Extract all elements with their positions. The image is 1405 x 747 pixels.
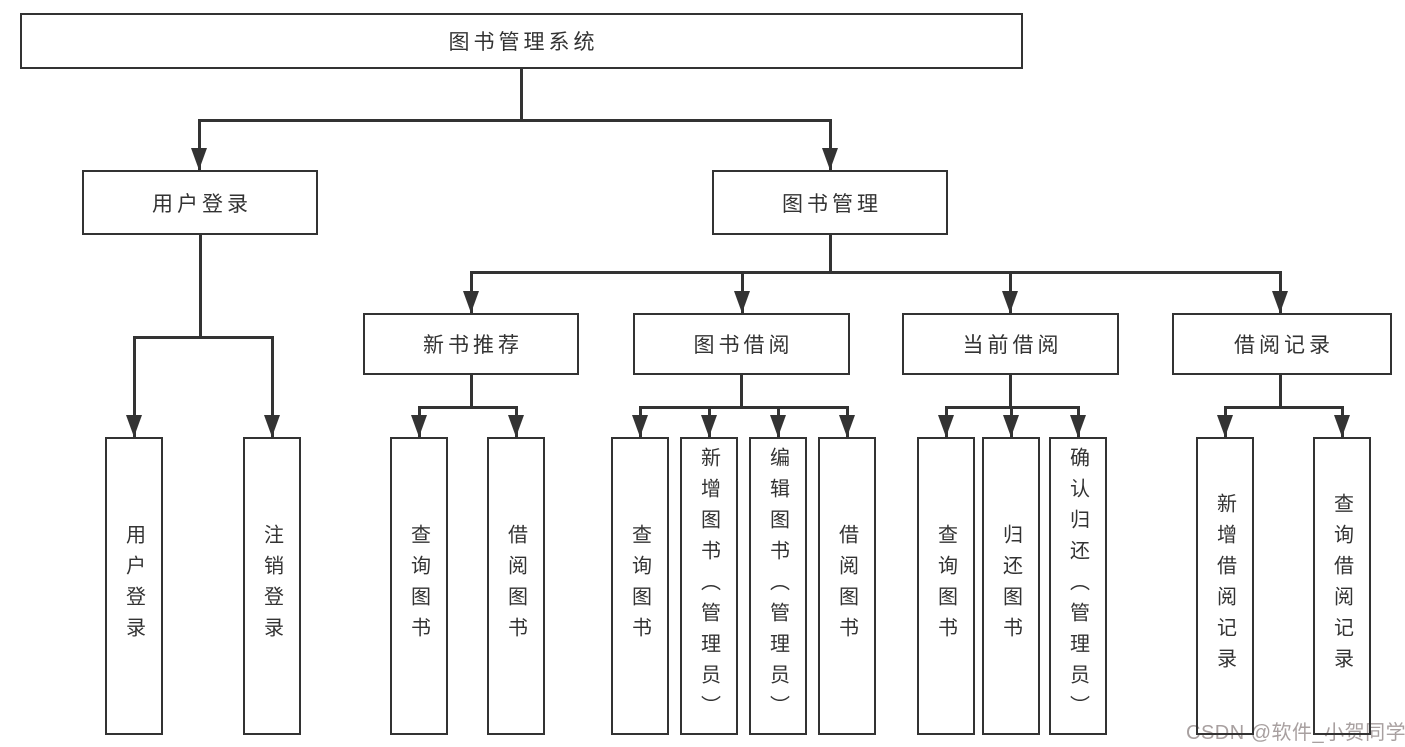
arrow-down-icon	[701, 415, 717, 437]
connector-line	[470, 375, 473, 408]
connector-line	[520, 69, 523, 122]
connector-line	[133, 336, 136, 437]
connector-line	[198, 119, 201, 170]
connector-line	[418, 406, 518, 409]
node-root-system: 图书管理系统	[20, 13, 1023, 69]
arrow-down-icon	[411, 415, 427, 437]
node-book-borrowing: 图书借阅	[633, 313, 850, 375]
leaf-records-add-borrow-record: 新增借阅记录	[1196, 437, 1254, 735]
node-label: 图书借阅	[693, 334, 794, 357]
arrow-down-icon	[839, 415, 855, 437]
arrow-down-icon	[1217, 415, 1233, 437]
node-label: 新书推荐	[423, 334, 523, 357]
node-borrowing-records: 借阅记录	[1172, 313, 1392, 375]
arrow-down-icon	[126, 415, 142, 437]
arrow-down-icon	[1003, 415, 1019, 437]
node-current-borrowing: 当前借阅	[902, 313, 1119, 375]
connector-line	[1224, 406, 1344, 409]
leaf-label: 确认归还（管理员）	[1066, 446, 1089, 726]
leaf-label: 注销登录	[260, 524, 283, 648]
arrow-down-icon	[1272, 291, 1288, 313]
arrow-down-icon	[463, 291, 479, 313]
leaf-current-confirm-return-admin: 确认归还（管理员）	[1049, 437, 1107, 735]
node-book-management: 图书管理	[712, 170, 948, 235]
leaf-borrowing-query-books: 查询图书	[611, 437, 669, 735]
leaf-label: 查询借阅记录	[1330, 493, 1353, 679]
csdn-watermark: CSDN @软件_小贺同学	[1186, 722, 1405, 744]
leaf-newbook-borrow-books: 借阅图书	[487, 437, 545, 735]
leaf-label: 归还图书	[999, 524, 1022, 648]
connector-line	[1279, 375, 1282, 408]
connector-line	[271, 336, 274, 437]
node-label: 用户登录	[152, 192, 252, 216]
node-label: 借阅记录	[1234, 334, 1334, 357]
node-label: 图书管理	[782, 192, 882, 216]
connector-line	[639, 406, 849, 409]
node-user-login: 用户登录	[82, 170, 318, 235]
node-new-book-recommendation: 新书推荐	[363, 313, 579, 375]
connector-line	[199, 235, 202, 338]
leaf-label: 查询图书	[407, 524, 430, 648]
node-label: 当前借阅	[962, 334, 1063, 357]
arrow-down-icon	[734, 291, 750, 313]
connector-line	[470, 271, 1282, 274]
leaf-borrowing-edit-books-admin: 编辑图书（管理员）	[749, 437, 807, 735]
leaf-label: 借阅图书	[835, 524, 858, 648]
leaf-label: 新增借阅记录	[1213, 493, 1236, 679]
arrow-down-icon	[1334, 415, 1350, 437]
connector-line	[198, 119, 832, 122]
leaf-current-query-books: 查询图书	[917, 437, 975, 735]
arrow-down-icon	[938, 415, 954, 437]
connector-line	[829, 235, 832, 273]
arrow-down-icon	[822, 148, 838, 170]
connector-line	[1009, 375, 1012, 408]
connector-line	[829, 119, 832, 170]
arrow-down-icon	[191, 148, 207, 170]
leaf-label: 查询图书	[628, 524, 651, 648]
leaf-label: 新增图书（管理员）	[697, 446, 720, 726]
connector-line	[133, 336, 274, 339]
node-label: 图书管理系统	[448, 31, 599, 54]
connector-line	[740, 375, 743, 408]
leaf-logout: 注销登录	[243, 437, 301, 735]
arrow-down-icon	[508, 415, 524, 437]
leaf-label: 用户登录	[122, 524, 145, 648]
leaf-records-query-borrow-record: 查询借阅记录	[1313, 437, 1371, 735]
leaf-user-login: 用户登录	[105, 437, 163, 735]
arrow-down-icon	[264, 415, 280, 437]
leaf-borrowing-borrow-books: 借阅图书	[818, 437, 876, 735]
arrow-down-icon	[632, 415, 648, 437]
leaf-newbook-query-books: 查询图书	[390, 437, 448, 735]
arrow-down-icon	[1002, 291, 1018, 313]
arrow-down-icon	[1070, 415, 1086, 437]
leaf-current-return-books: 归还图书	[982, 437, 1040, 735]
leaf-label: 编辑图书（管理员）	[766, 446, 789, 726]
leaf-borrowing-add-books-admin: 新增图书（管理员）	[680, 437, 738, 735]
leaf-label: 借阅图书	[504, 524, 527, 648]
arrow-down-icon	[770, 415, 786, 437]
leaf-label: 查询图书	[934, 524, 957, 648]
